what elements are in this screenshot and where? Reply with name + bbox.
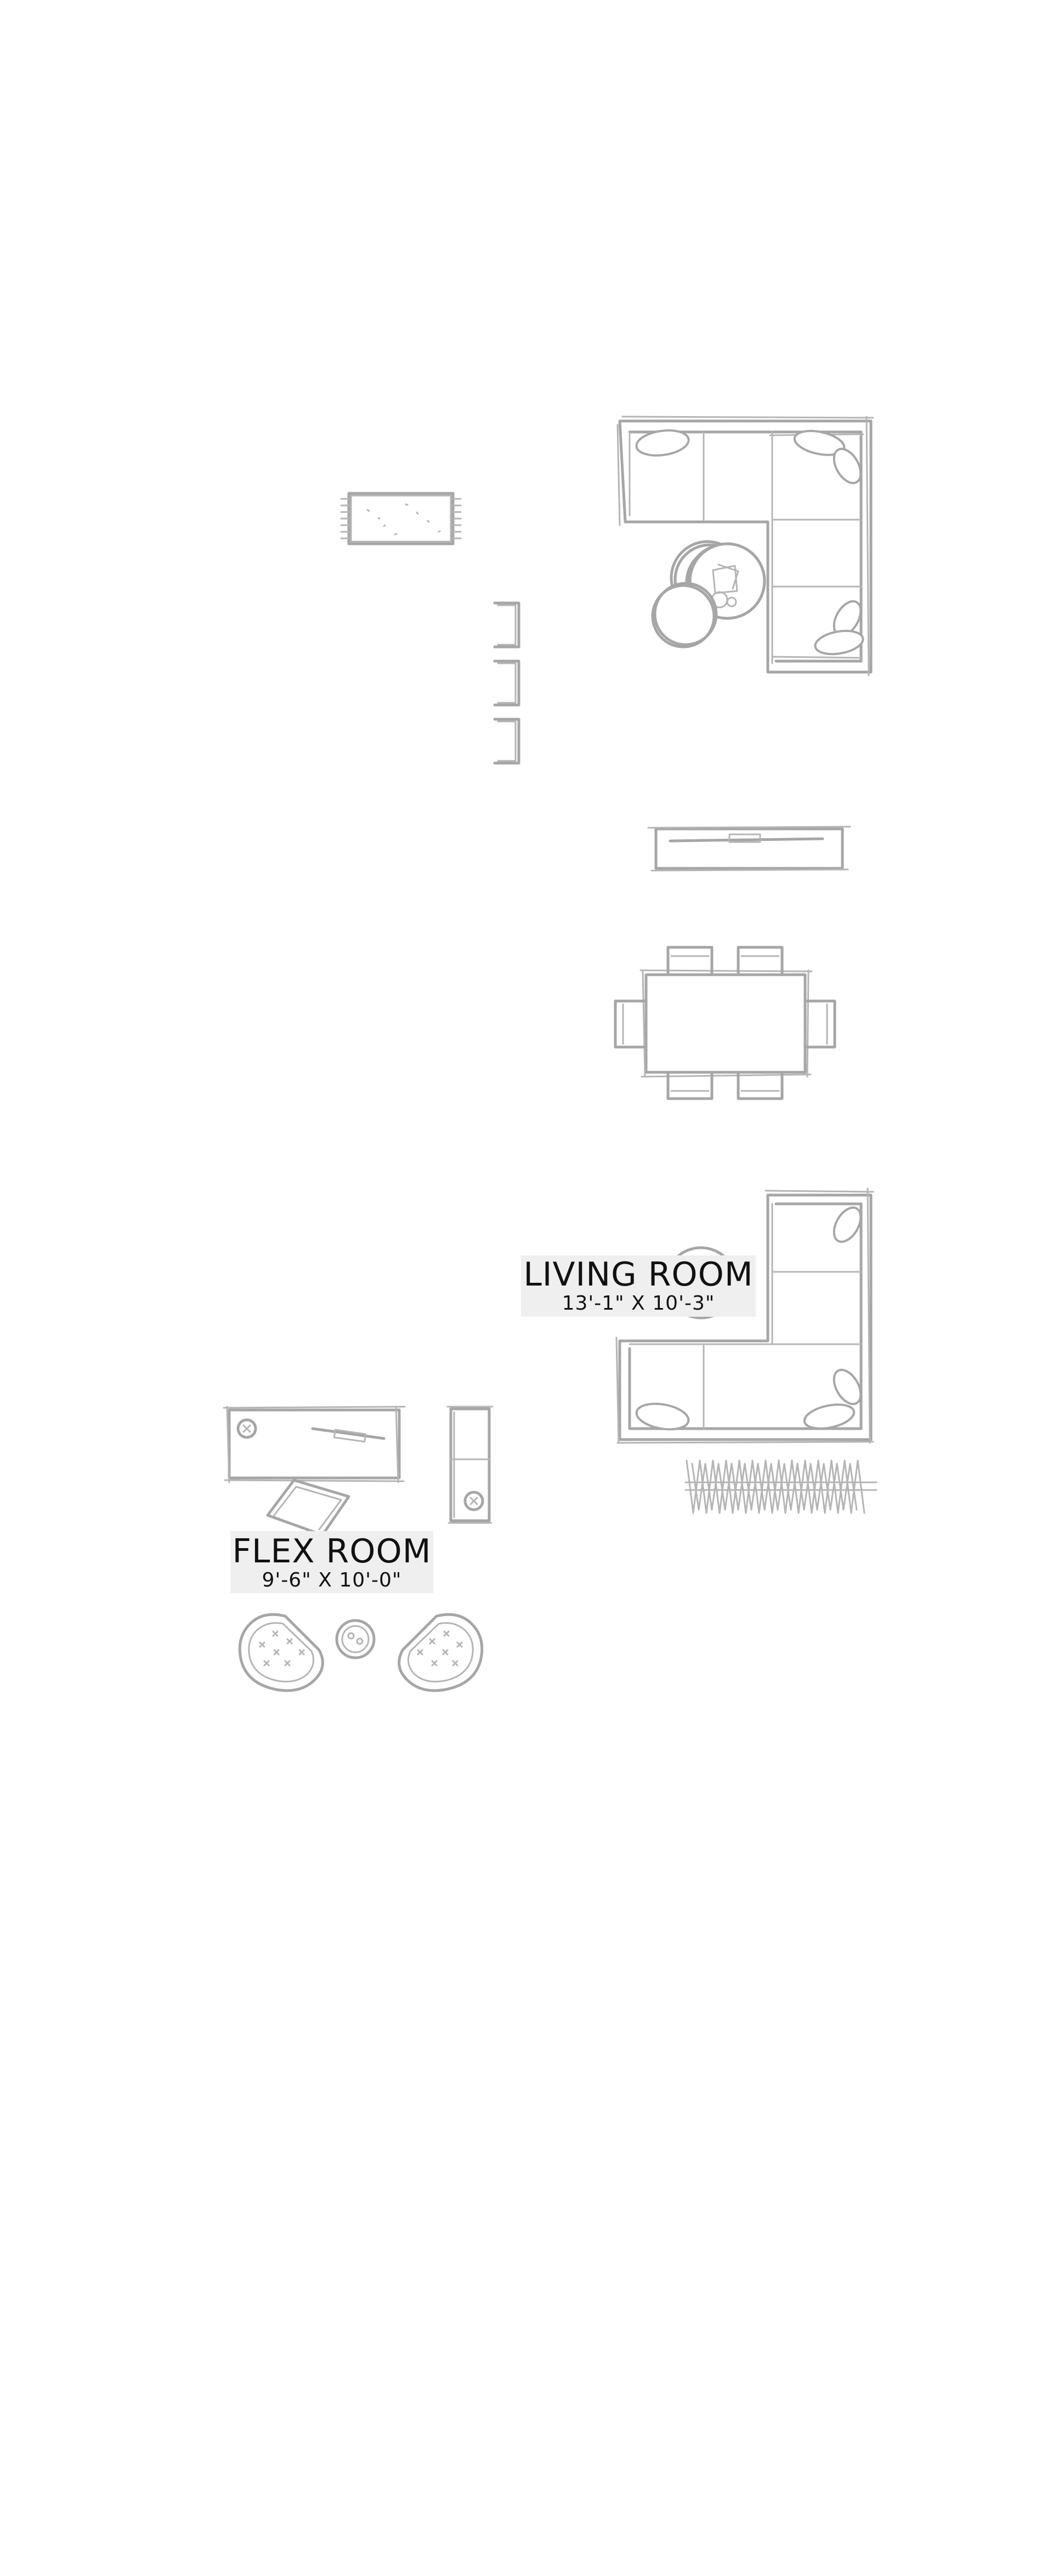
bar-stool-2 <box>493 659 520 707</box>
desk-chair <box>266 1479 350 1537</box>
bar-stool-1 <box>493 601 520 649</box>
living-room-name: LIVING ROOM <box>523 1255 754 1294</box>
sectional-sofa-upper <box>616 416 874 676</box>
dining-set <box>614 946 836 1100</box>
flex-room-name: FLEX ROOM <box>232 1532 432 1571</box>
flex-room-label: FLEX ROOM 9'-6" X 10'-0" <box>230 1531 433 1593</box>
side-table-round <box>651 584 716 649</box>
cabinet <box>446 1406 494 1524</box>
rug <box>340 492 462 545</box>
lounge-chair-left <box>238 1613 324 1692</box>
living-room-dimensions: 13'-1" X 10'-3" <box>562 1292 715 1315</box>
window-zigzag <box>684 1459 878 1514</box>
side-table-flex <box>335 1619 376 1659</box>
living-room-label: LIVING ROOM 13'-1" X 10'-3" <box>521 1255 756 1317</box>
bar-stool-3 <box>493 718 520 765</box>
tv-console <box>647 826 851 872</box>
lounge-chair-right <box>398 1613 484 1692</box>
desk <box>223 1406 406 1483</box>
flex-room-dimensions: 9'-6" X 10'-0" <box>262 1569 402 1591</box>
sectional-sofa-lower <box>615 1187 874 1444</box>
